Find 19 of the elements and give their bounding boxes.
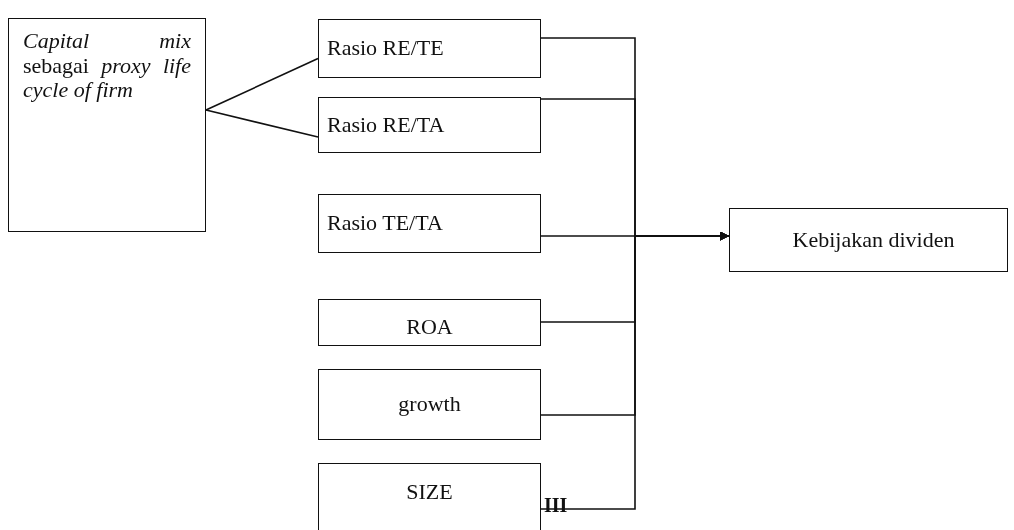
connector-line <box>205 57 319 111</box>
node-text: growth <box>398 392 461 417</box>
outcome-box <box>729 208 1008 272</box>
node-text: Rasio RE/TE <box>327 36 444 61</box>
variable-box <box>318 463 541 530</box>
variable-box <box>318 97 541 153</box>
variable-box <box>318 194 541 253</box>
arrow <box>540 231 730 510</box>
node-text: SIZE <box>406 479 453 505</box>
node-text: Rasio RE/TA <box>327 112 445 138</box>
node-text: Kebijakan dividen <box>792 227 955 253</box>
variable-box <box>318 369 541 440</box>
node-text: Rasio TE/TA <box>327 211 443 236</box>
variable-box <box>318 299 541 346</box>
concept-box <box>8 18 206 232</box>
node-text: Capital mix sebagai proxy life cycle of firm <box>23 29 191 103</box>
node-text: ROA <box>406 315 453 340</box>
connector-line <box>205 109 319 138</box>
variable-box <box>318 19 541 78</box>
